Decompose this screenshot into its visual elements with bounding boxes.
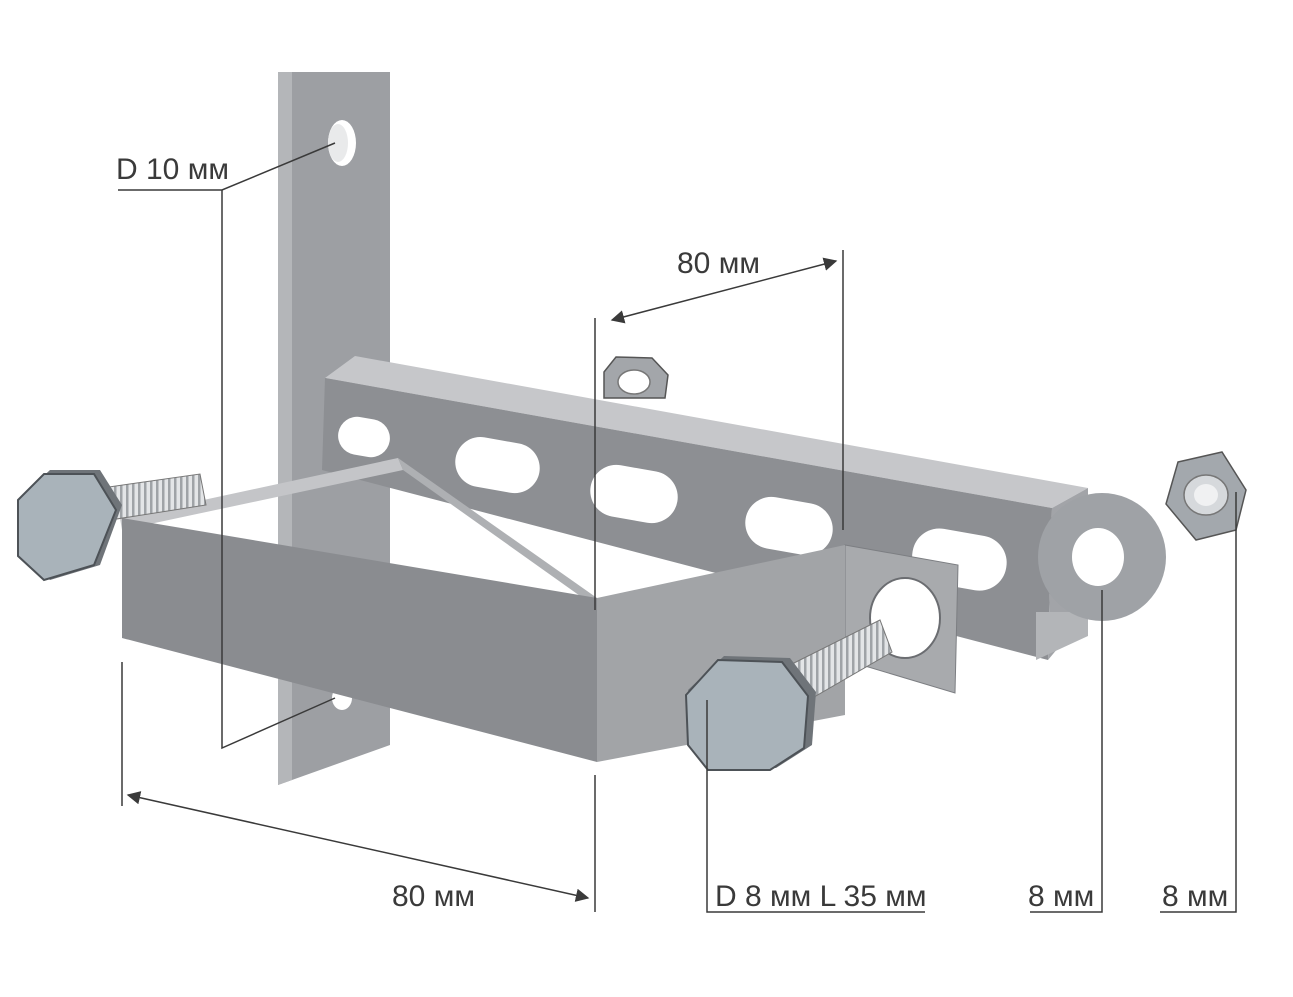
nut-size-label: 8 мм bbox=[1162, 880, 1228, 913]
rail-slot bbox=[745, 496, 833, 556]
washer-size-label: 8 мм bbox=[1028, 880, 1094, 913]
dimension-lines bbox=[118, 142, 1237, 913]
hex-bolt-icon bbox=[684, 619, 893, 771]
rail-spacing-label: 80 мм bbox=[677, 247, 760, 280]
rail-nut-icon bbox=[603, 356, 669, 399]
hole-diameter-label: D 10 мм bbox=[116, 153, 229, 186]
rail-slot bbox=[590, 464, 678, 524]
washer-icon bbox=[1038, 493, 1166, 621]
bolt-size-label: D 8 мм L 35 мм bbox=[715, 880, 926, 913]
hex-bolt-icon bbox=[17, 470, 207, 582]
hex-nut-icon bbox=[1165, 451, 1247, 541]
clamp-ear bbox=[844, 544, 959, 694]
clamp-width-label: 80 мм bbox=[392, 880, 475, 913]
rail-slot bbox=[455, 437, 540, 494]
